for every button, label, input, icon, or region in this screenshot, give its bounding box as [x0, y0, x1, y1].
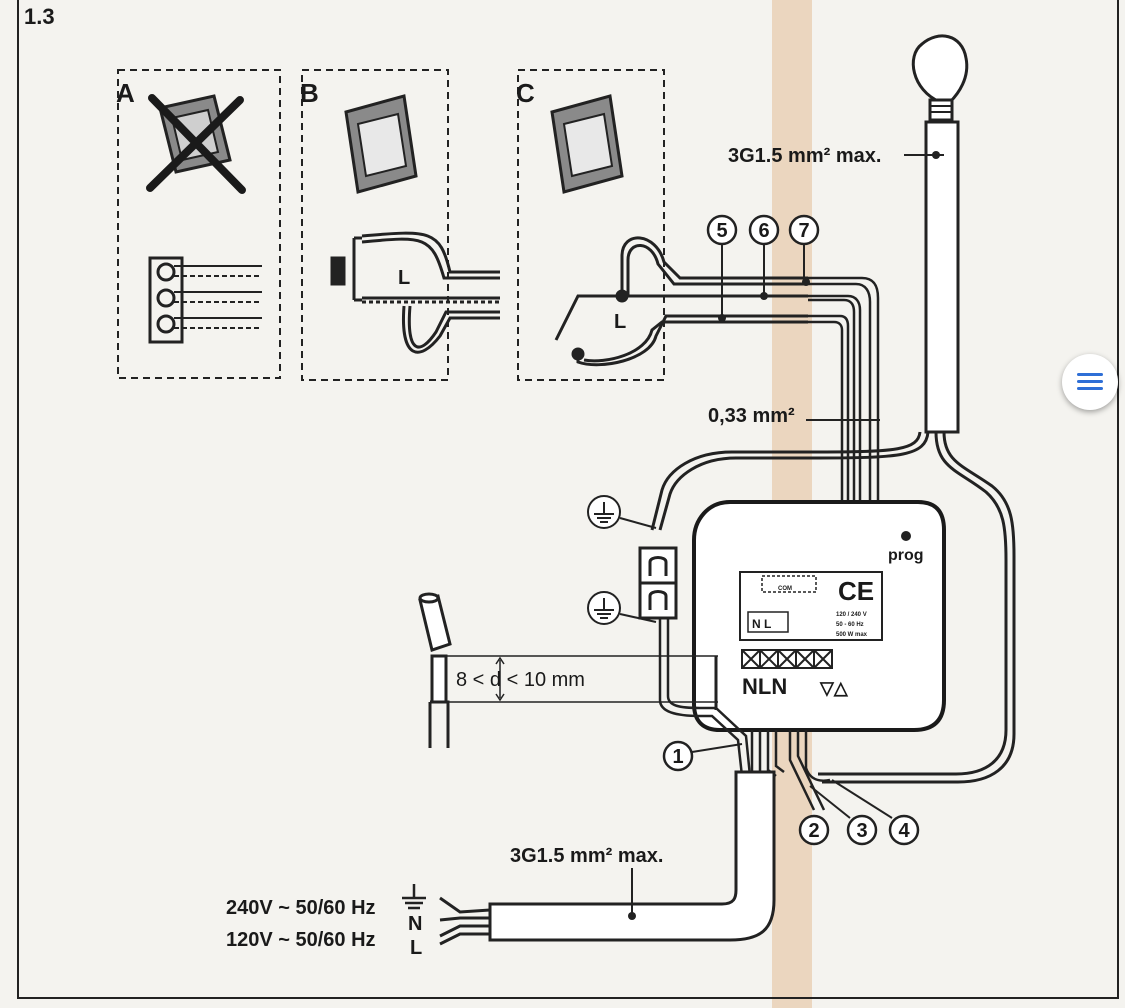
- lamp-icon: [911, 34, 969, 122]
- hamburger-menu-icon: [1077, 373, 1103, 391]
- device-nl-label: N L: [752, 617, 771, 631]
- stripped-wire-icon: [418, 592, 452, 748]
- switch-c-l-label: L: [614, 311, 626, 333]
- prog-button[interactable]: [901, 531, 911, 541]
- panel-b: B L: [300, 69, 500, 381]
- lamp-wire-size-label: 3G1.5 mm² max.: [728, 145, 944, 167]
- switch-b-l-label: L: [398, 267, 410, 289]
- module-box: prog CE COM 120 / 240 V 50 - 60 Hz 500 W…: [692, 500, 946, 732]
- device-rating-line3: 500 W max: [836, 632, 868, 638]
- terminal-labels: NLN: [742, 674, 787, 699]
- prog-label: prog: [888, 547, 924, 564]
- panel-c-label: C: [516, 78, 535, 108]
- toggle-contact-icon: [554, 236, 808, 367]
- earth-symbol-bottom: [587, 591, 657, 625]
- panel-a-label: A: [116, 78, 135, 108]
- terminal-triangle-icon: ▽△: [819, 678, 849, 698]
- signal-wire-size-label: 0,33 mm²: [708, 405, 795, 427]
- callout-4: 4: [831, 779, 920, 846]
- svg-text:6: 6: [758, 220, 769, 242]
- strip-length-dimension: [446, 655, 718, 710]
- ce-mark: CE: [838, 576, 874, 606]
- strip-length-label: 8 < d < 10 mm: [456, 669, 585, 691]
- earth-connector: [638, 546, 678, 620]
- crossed-switch-icon: [146, 94, 246, 194]
- callout-2: 2: [798, 814, 830, 846]
- callout-3: 3: [809, 785, 878, 846]
- page-border: [17, 0, 1119, 999]
- device-rating-line2: 50 - 60 Hz: [836, 622, 864, 628]
- svg-text:3: 3: [856, 820, 867, 842]
- callout-5: 5: [706, 214, 738, 318]
- supply-120v-label: 120V ~ 50/60 Hz: [226, 929, 376, 951]
- device-com-label: COM: [778, 586, 792, 592]
- svg-text:2: 2: [808, 820, 819, 842]
- push-switch-icon: [344, 94, 418, 194]
- mains-wire-size-label: 3G1.5 mm² max.: [510, 845, 663, 920]
- svg-text:3G1.5 mm² max.: 3G1.5 mm² max.: [728, 145, 881, 167]
- mains-symbols: N L: [402, 884, 426, 959]
- lamp-cable: [650, 120, 1016, 784]
- callout-1: 1: [662, 740, 743, 772]
- menu-button[interactable]: [1062, 354, 1118, 410]
- screw-terminal-icon: [148, 256, 262, 344]
- device-rating-line1: 120 / 240 V: [836, 612, 867, 618]
- panel-b-label: B: [300, 78, 319, 108]
- svg-text:3G1.5 mm² max.: 3G1.5 mm² max.: [510, 845, 663, 867]
- mains-n-label: N: [408, 913, 422, 935]
- terminal-block: [741, 649, 833, 669]
- callout-7: 7: [788, 214, 820, 282]
- svg-text:1: 1: [672, 746, 683, 768]
- svg-text:4: 4: [898, 820, 910, 842]
- panel-a: A: [116, 69, 281, 379]
- svg-text:5: 5: [716, 220, 727, 242]
- mains-l-label: L: [410, 937, 422, 959]
- toggle-switch-icon: [550, 94, 624, 194]
- supply-240v-label: 240V ~ 50/60 Hz: [226, 897, 376, 919]
- pushbutton-contact-icon: [330, 231, 500, 354]
- figure-number: 1.3: [24, 4, 55, 29]
- panel-c: C L: [516, 69, 808, 381]
- callout-6: 6: [748, 214, 780, 296]
- svg-text:7: 7: [798, 220, 809, 242]
- earth-symbol-top: [587, 495, 657, 529]
